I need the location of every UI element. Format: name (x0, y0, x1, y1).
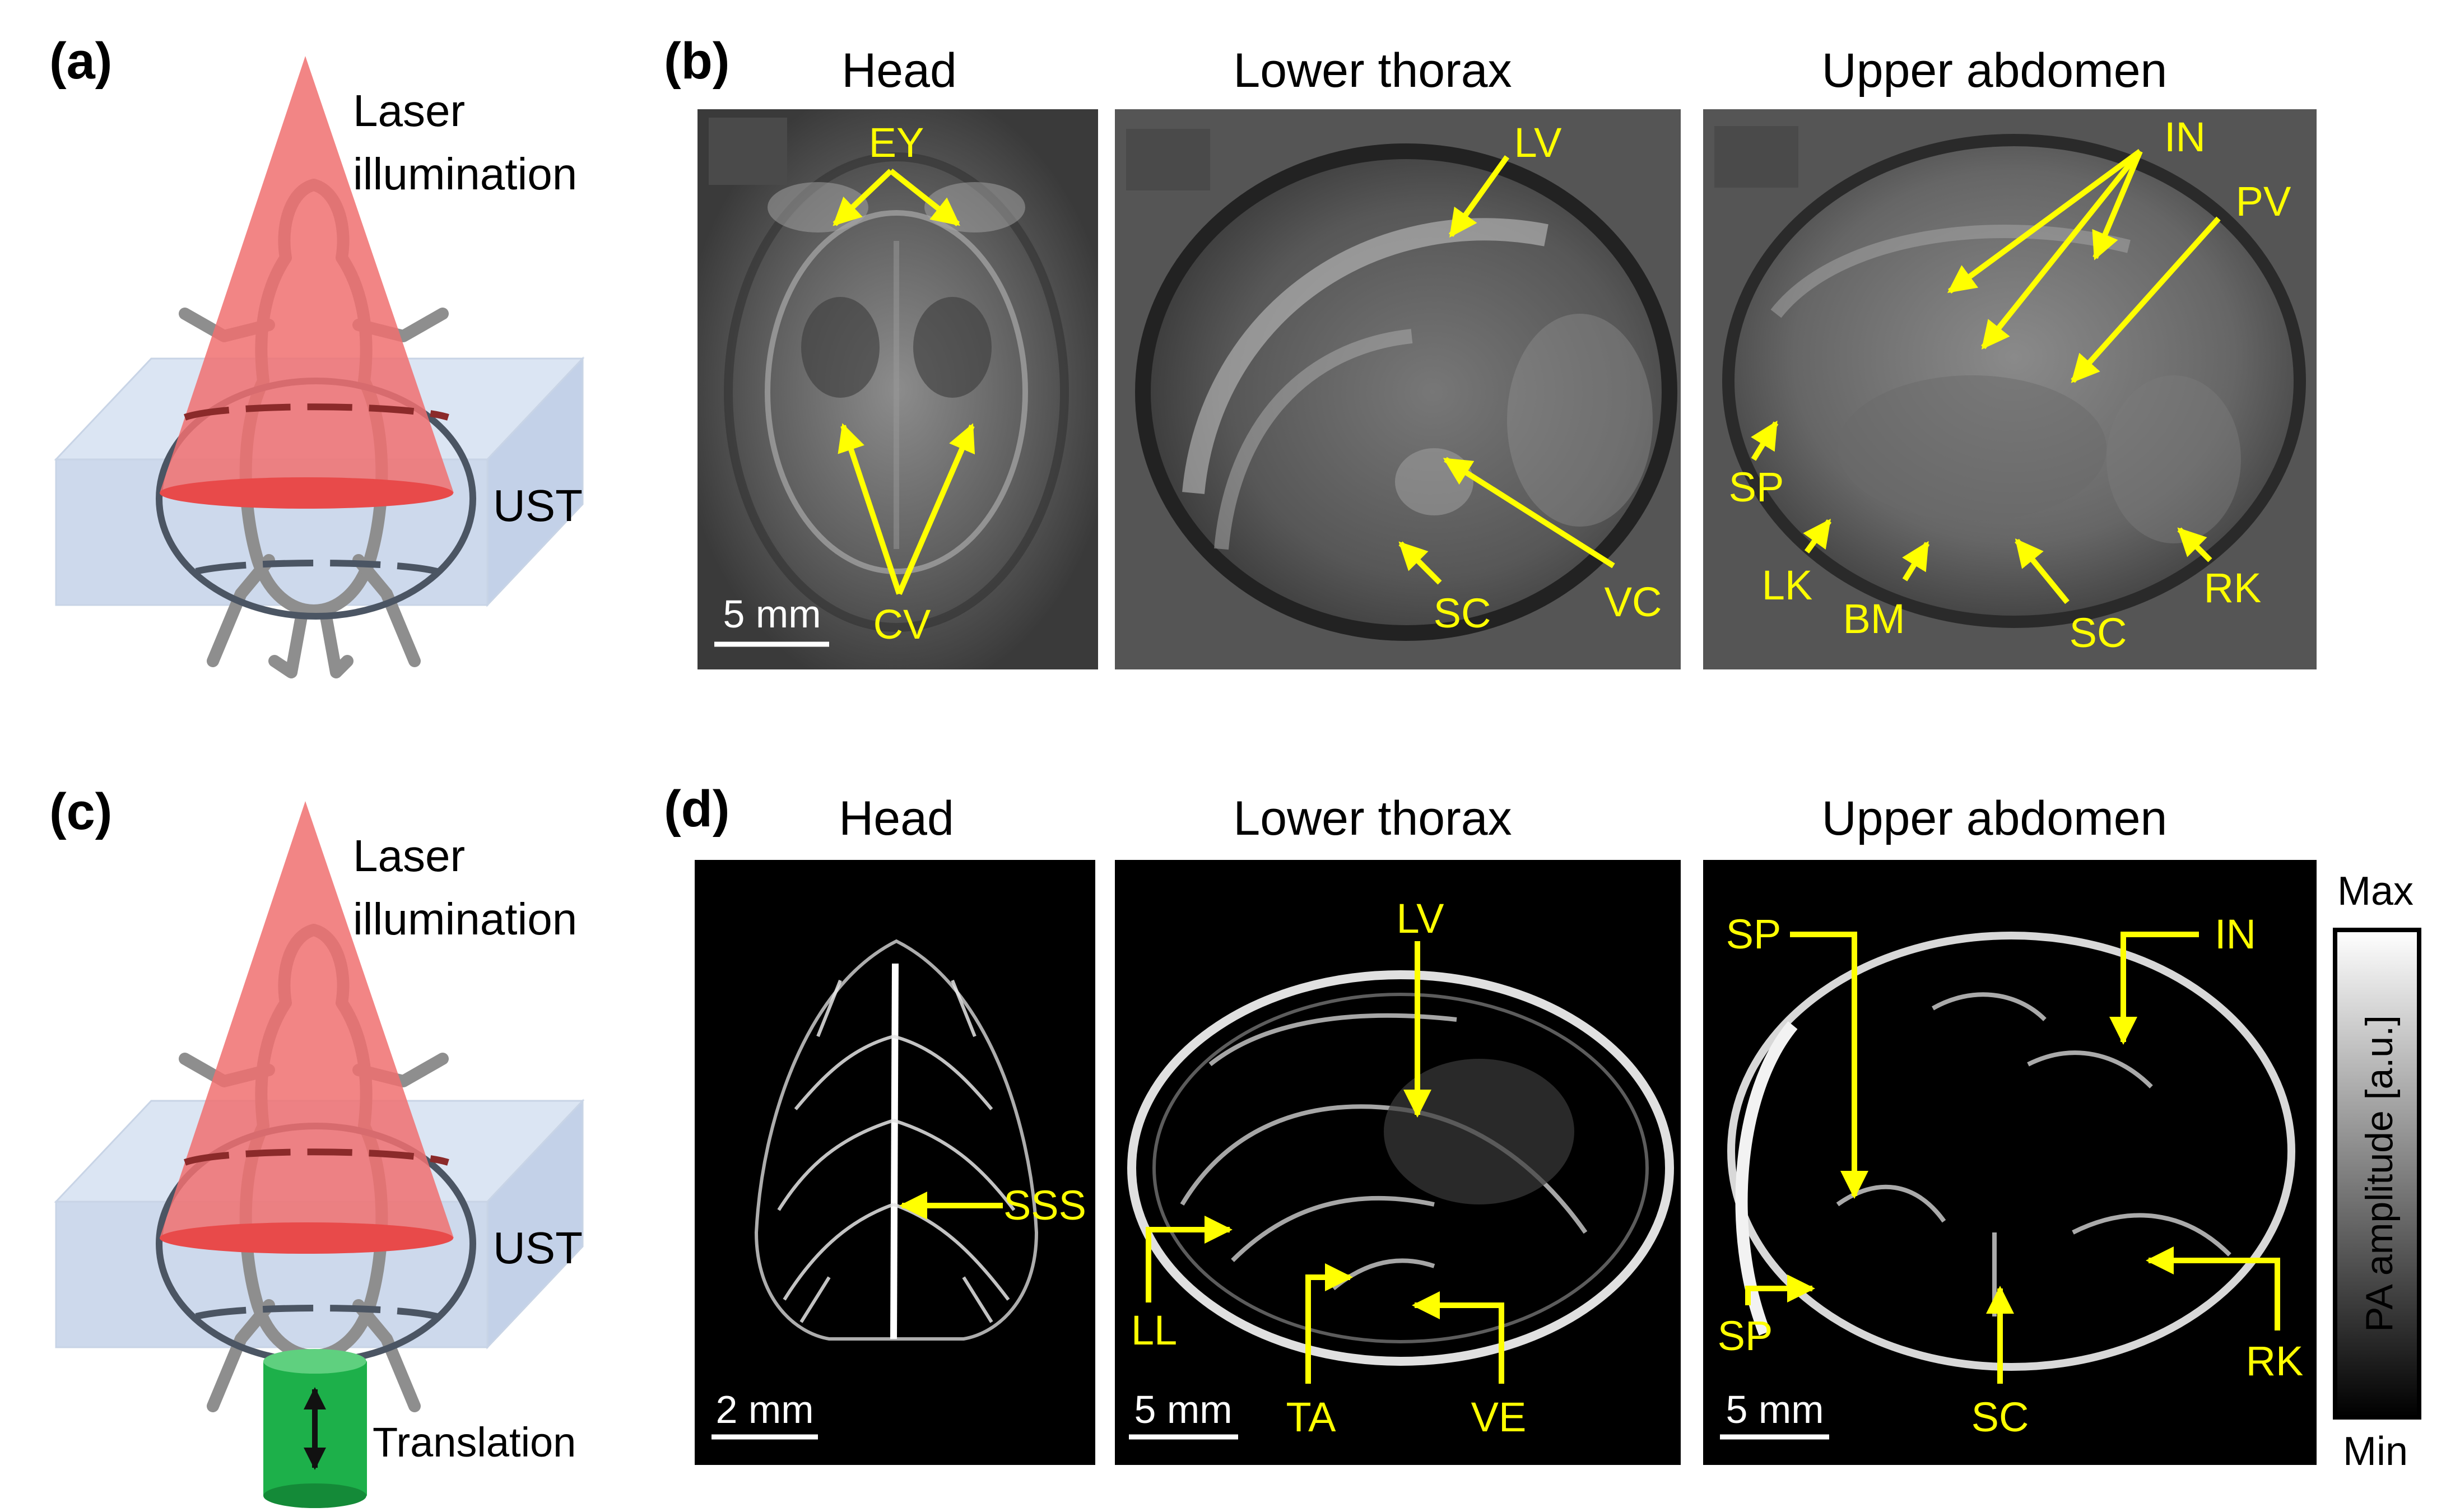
panel-d: (d) Head Lower thorax Upper abdomen SSS … (664, 780, 2421, 1474)
panel-d-abdomen-image: SP IN SP SC RK 5 mm (1703, 860, 2317, 1465)
ust-label-c: UST (493, 1223, 583, 1273)
panel-c-label: (c) (49, 783, 112, 840)
panel-d-abdomen-scalebar: 5 mm (1726, 1388, 1824, 1431)
colorbar-min: Min (2343, 1429, 2408, 1474)
label-lk: LK (1762, 562, 1813, 608)
label-ey: EY (869, 119, 924, 166)
annotation-sp-bottom (1745, 1274, 1815, 1305)
label-sp-top: SP (1726, 911, 1782, 957)
panel-b-head-image: 5 mm EY CV (697, 109, 1098, 669)
annotation-sc-abd (2015, 538, 2070, 604)
label-in: IN (2164, 114, 2206, 160)
colorbar: Max PA amplitude [a.u.] Min (2333, 869, 2421, 1474)
label-ve: VE (1471, 1394, 1527, 1440)
laser-label-line2: illumination (353, 149, 577, 199)
colorbar-max: Max (2337, 869, 2414, 914)
colorbar-gradient (2333, 928, 2421, 1420)
panel-d-head-scalebar: 2 mm (716, 1388, 814, 1431)
panel-b-thorax-image: LV SC VC (1115, 109, 1681, 669)
annotation-in (1947, 148, 2143, 350)
label-cv: CV (873, 601, 931, 648)
panel-b-abdomen-image: IN PV SP LK BM SC RK (1703, 109, 2317, 669)
label-bm: BM (1843, 596, 1905, 642)
laser-cone (160, 56, 454, 493)
label-sc-d: SC (1971, 1394, 2029, 1440)
panel-d-title-head: Head (839, 792, 954, 845)
label-sp-bottom: SP (1718, 1313, 1773, 1359)
panel-d-label: (d) (664, 780, 729, 838)
laser-cone-c (160, 801, 454, 1238)
label-sc-abd: SC (2070, 610, 2127, 656)
panel-b-title-head: Head (841, 44, 957, 97)
annotation-ey (833, 169, 960, 226)
annotation-ll (1146, 1216, 1233, 1302)
annotation-ve (1412, 1291, 1504, 1384)
panel-d-head-image: SSS 2 mm (695, 860, 1095, 1465)
annotation-cv (838, 423, 975, 595)
laser-label-c-line1: Laser (353, 831, 465, 881)
panel-a-label: (a) (49, 32, 112, 90)
label-sss: SSS (1003, 1182, 1086, 1229)
label-vc: VC (1605, 579, 1662, 625)
label-lv-d: LV (1396, 895, 1444, 942)
panel-d-title-abdomen: Upper abdomen (1822, 792, 2168, 845)
annotation-sp (1751, 420, 1779, 461)
colorbar-label: PA amplitude [a.u.] (2358, 1015, 2401, 1332)
label-ta: TA (1286, 1394, 1336, 1440)
annotation-vc (1443, 457, 1615, 569)
ust-label: UST (493, 481, 583, 531)
label-rk-d: RK (2246, 1338, 2304, 1384)
label-ll: LL (1131, 1307, 1177, 1353)
translation-label: Translation (373, 1419, 576, 1466)
label-sc: SC (1434, 590, 1491, 636)
annotation-rk-d (2146, 1246, 2280, 1330)
panel-d-thorax-image: LV LL TA VE 5 mm (1115, 860, 1681, 1465)
panel-b-title-abdomen: Upper abdomen (1822, 44, 2168, 97)
annotation-sp-top (1790, 932, 1868, 1199)
panel-c: (c) Laser illumination UST (49, 783, 585, 1508)
annotation-lv (1448, 155, 1510, 238)
laser-label-line1: Laser (353, 86, 465, 136)
label-in-d: IN (2215, 911, 2256, 957)
annotation-rk (2177, 527, 2212, 562)
label-lv: LV (1514, 119, 1562, 166)
label-rk: RK (2204, 565, 2262, 611)
laser-spot (160, 477, 453, 509)
panel-d-thorax-scalebar: 5 mm (1134, 1388, 1233, 1431)
translation-stage (263, 1349, 367, 1508)
laser-label-c-line2: illumination (353, 894, 577, 944)
annotation-sc (1398, 541, 1442, 585)
annotation-lk (1803, 518, 1832, 553)
panel-a: (a) Laser illumination UST (49, 32, 585, 678)
panel-b-label: (b) (664, 32, 729, 90)
label-pv: PV (2236, 178, 2291, 225)
label-sp: SP (1729, 464, 1784, 510)
annotation-ta (1305, 1263, 1353, 1384)
panel-b: (b) Head Lower thorax Upper abdomen 5 mm… (664, 32, 2317, 669)
annotation-in-d (2109, 932, 2199, 1045)
panel-b-head-scalebar: 5 mm (723, 592, 821, 636)
annotation-bm (1902, 541, 1930, 581)
panel-b-title-thorax: Lower thorax (1233, 44, 1512, 97)
annotation-pv (2071, 216, 2221, 383)
panel-d-title-thorax: Lower thorax (1233, 792, 1512, 845)
